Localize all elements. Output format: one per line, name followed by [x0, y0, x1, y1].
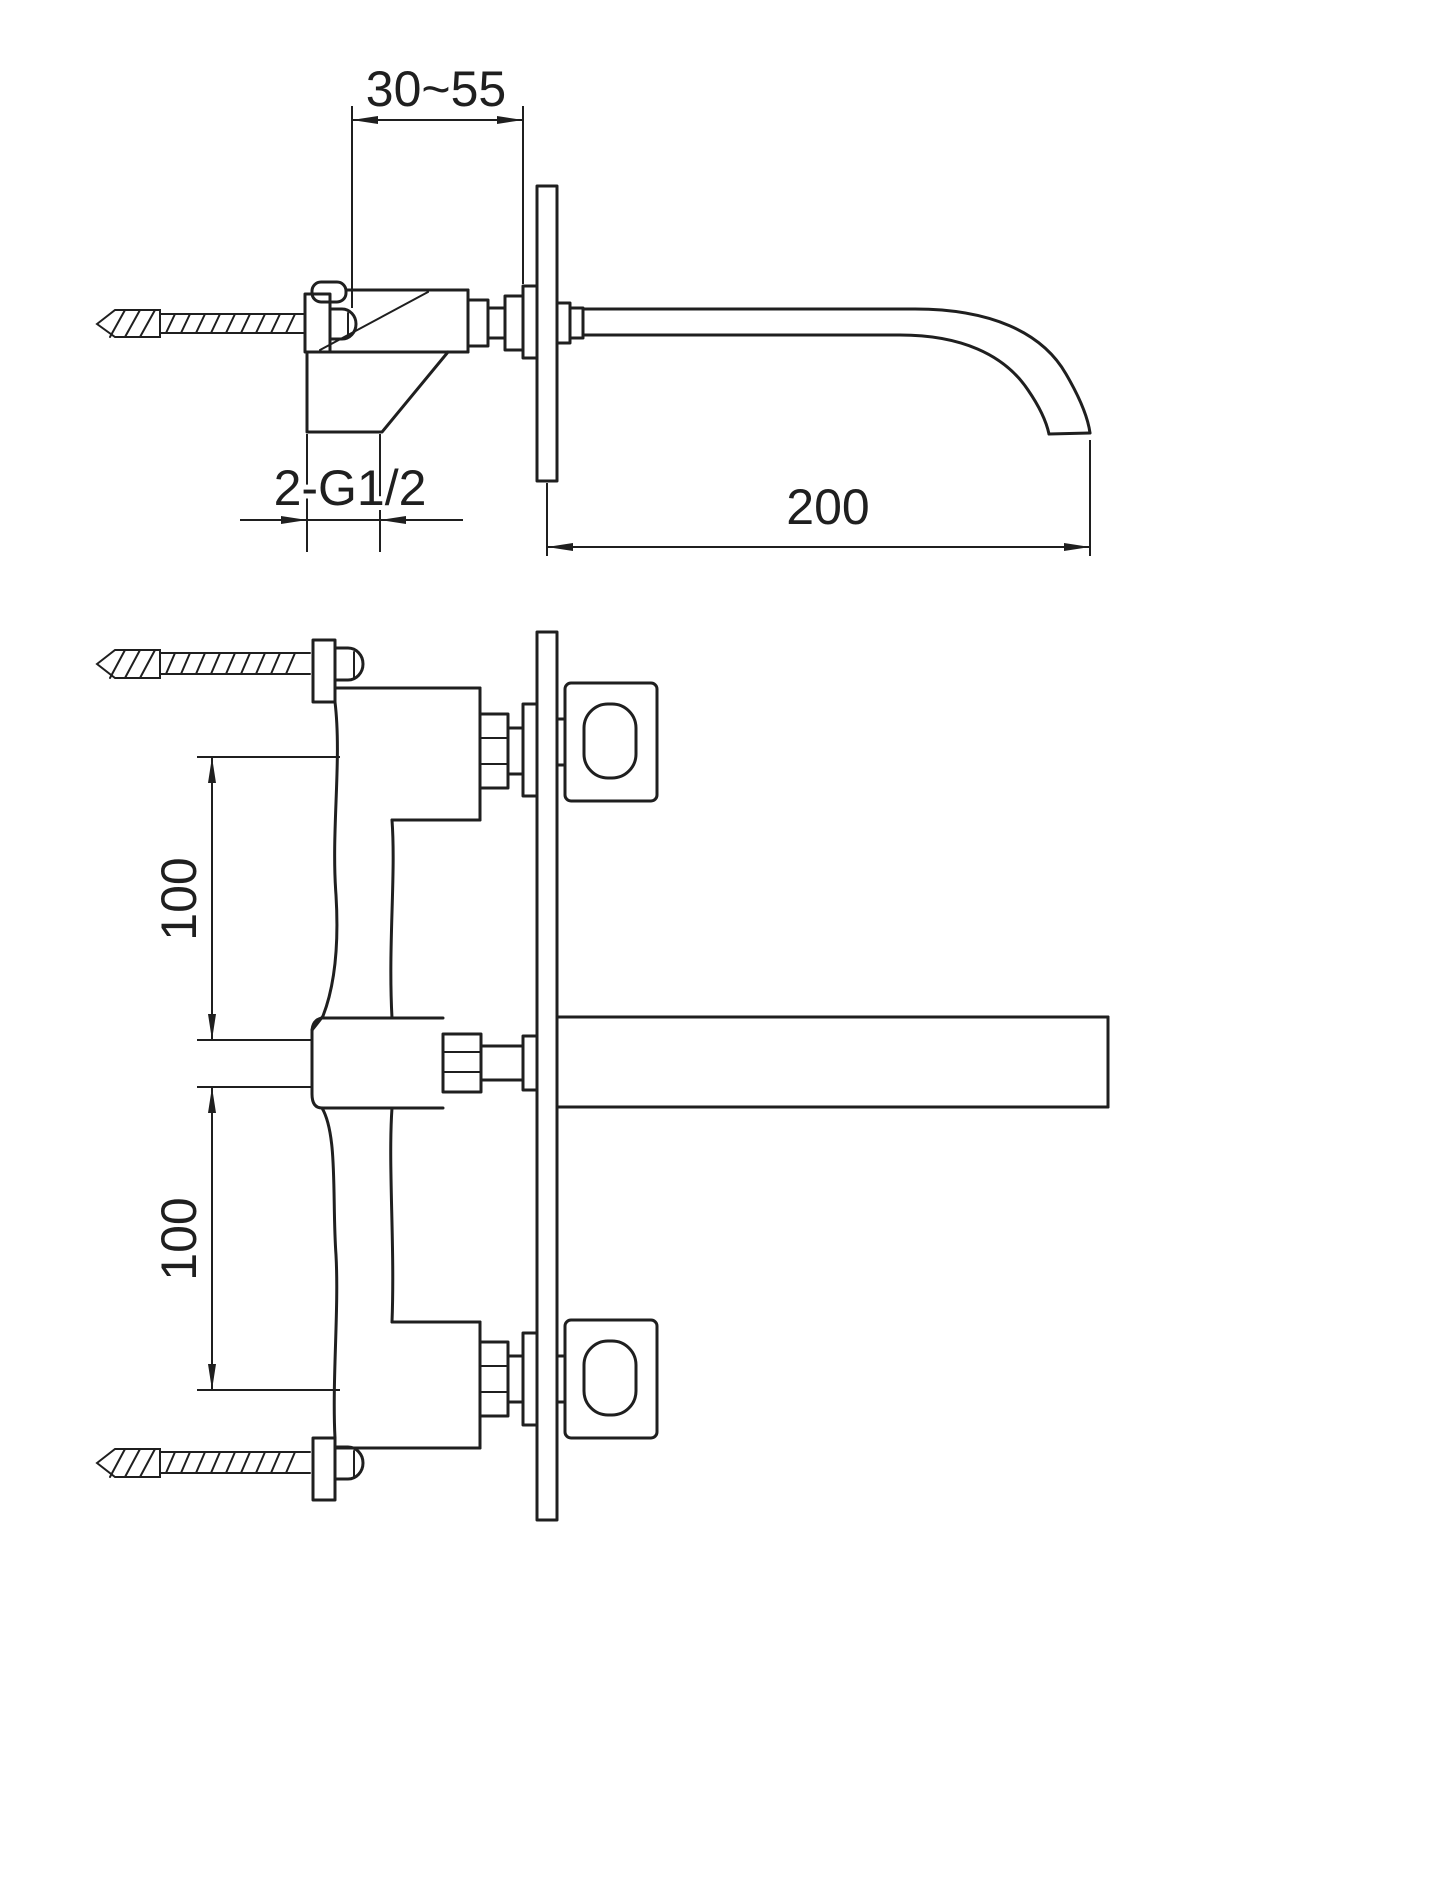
dim-inlet-thread-label: 2-G1/2: [274, 460, 427, 516]
dimension-lower-spacing: 100: [146, 1086, 340, 1391]
dimension-inlet-thread: 2-G1/2: [240, 434, 463, 552]
dimension-upper-spacing: 100: [146, 756, 340, 1041]
valve-body-top-front: [333, 686, 482, 822]
wall-anchor-screw-side: [95, 292, 358, 354]
dimension-wall-depth: 30~55: [351, 56, 524, 308]
dim-upper-spacing-label: 100: [151, 857, 207, 940]
body-stem-front: [310, 700, 395, 1440]
lever-cap-side: [310, 280, 348, 304]
side-view: 30~55 2-G1/2 200: [95, 56, 1092, 556]
wall-plate-front: [535, 630, 559, 1522]
handle-top: [563, 681, 659, 803]
top-connector-front: [478, 702, 567, 798]
handle-bottom: [563, 1318, 659, 1440]
dim-wall-depth-label: 30~55: [366, 61, 506, 117]
spout-side: [555, 301, 1092, 436]
bottom-connector-front: [478, 1331, 567, 1427]
dim-spout-reach-label: 200: [786, 479, 869, 535]
front-view: 100 100: [95, 630, 1110, 1522]
wall-anchor-screw-top: [95, 638, 365, 704]
valve-body-bottom-front: [333, 1320, 482, 1450]
dimension-spout-reach: 200: [546, 440, 1091, 556]
wall-plate-side: [535, 184, 559, 483]
spout-front: [555, 1015, 1110, 1109]
inlet-connection-side: [305, 350, 450, 434]
dim-lower-spacing-label: 100: [151, 1197, 207, 1280]
wall-anchor-screw-bottom: [95, 1436, 365, 1502]
middle-body-front: [310, 1016, 539, 1110]
wall-connector-side: [466, 284, 539, 360]
